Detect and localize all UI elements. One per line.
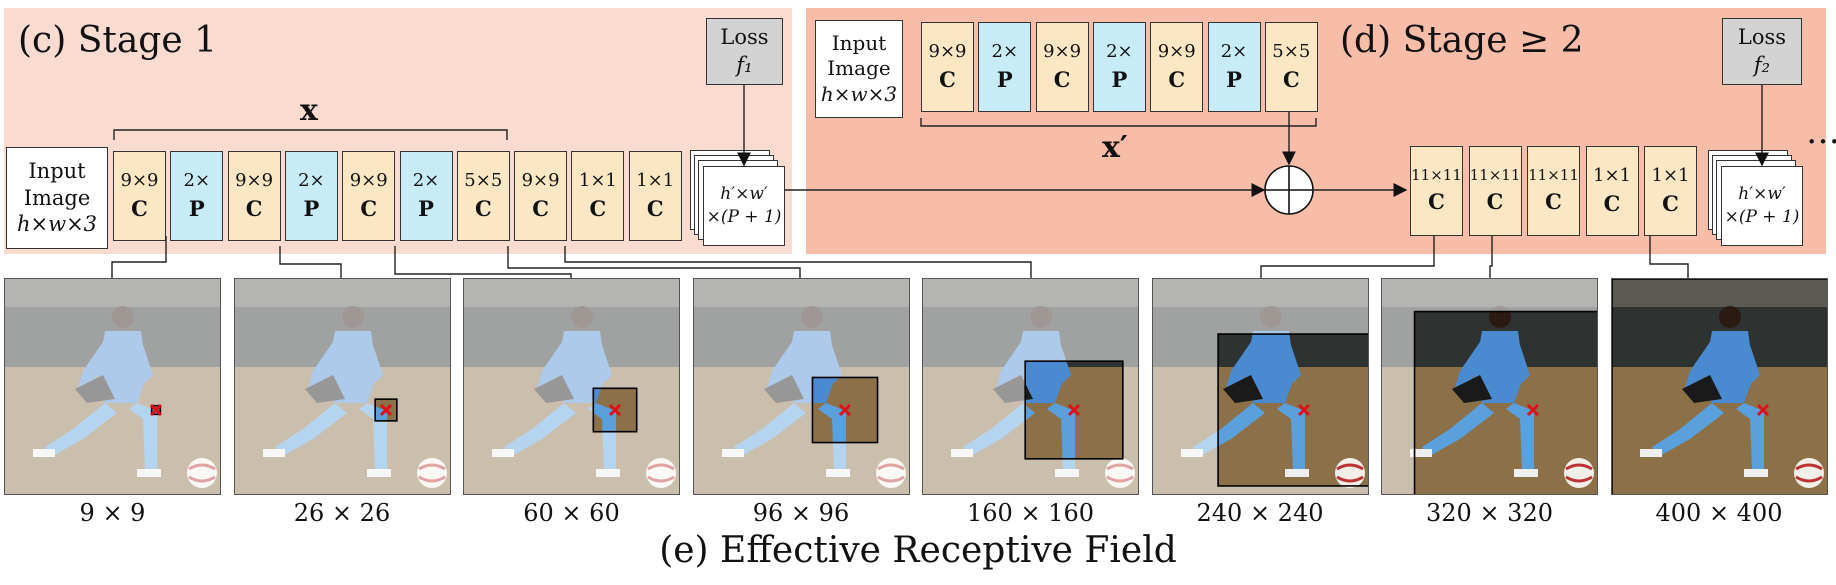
joint-marker-icon bbox=[149, 403, 163, 417]
thumb-image bbox=[1611, 279, 1827, 494]
stage2-top-layer-6: 2×P bbox=[1207, 22, 1261, 112]
receptive-field-thumb-1 bbox=[4, 278, 221, 495]
stage2-output-maps: h′×w′ ×(P + 1) bbox=[1721, 166, 1803, 246]
joint-marker-icon bbox=[379, 403, 392, 417]
thumb-image bbox=[464, 279, 679, 494]
joint-marker-icon bbox=[1756, 403, 1769, 417]
stage2-bracket bbox=[920, 118, 1317, 127]
stage1-loss-box: Loss f₁ bbox=[706, 18, 783, 85]
receptive-field-thumb-6 bbox=[1151, 278, 1369, 495]
receptive-field-thumb-5 bbox=[922, 278, 1139, 495]
receptive-field-box bbox=[811, 376, 878, 444]
receptive-field-box bbox=[1413, 310, 1597, 494]
stage1-layer-6: 2×P bbox=[399, 151, 453, 241]
figure-caption: (e) Effective Receptive Field bbox=[659, 530, 1177, 571]
joint-marker-icon bbox=[838, 403, 851, 417]
stage1-input-image: Input Image h×w×3 bbox=[6, 147, 108, 249]
receptive-field-thumb-2 bbox=[233, 278, 451, 495]
receptive-field-thumb-7 bbox=[1381, 278, 1598, 495]
stage2-bracket-label: x′ bbox=[1102, 130, 1128, 165]
receptive-field-label-2: 26 × 26 bbox=[293, 499, 391, 527]
joint-marker-icon bbox=[1067, 403, 1081, 417]
joint-marker-icon bbox=[608, 403, 622, 417]
receptive-field-thumb-8 bbox=[1610, 278, 1828, 495]
thumb-image bbox=[1152, 279, 1368, 494]
receptive-field-label-8: 400 × 400 bbox=[1655, 499, 1783, 527]
stage2-top-layer-4: 2×P bbox=[1092, 22, 1146, 112]
receptive-field-box bbox=[1216, 333, 1368, 487]
receptive-field-thumb-3 bbox=[463, 278, 680, 495]
merge-plus-icon bbox=[1265, 166, 1313, 214]
thumb-image bbox=[234, 279, 450, 494]
receptive-field-label-1: 9 × 9 bbox=[79, 499, 146, 527]
thumb-image bbox=[923, 279, 1138, 494]
stage2-top-layer-2: 2×P bbox=[978, 22, 1032, 112]
receptive-field-label-7: 320 × 320 bbox=[1426, 499, 1553, 527]
receptive-field-box bbox=[1024, 360, 1124, 460]
stage2-title: (d) Stage ≥ 2 bbox=[1340, 20, 1584, 61]
receptive-field-thumb-4 bbox=[692, 278, 910, 495]
thumb-image bbox=[693, 279, 909, 494]
stage1-layer-4: 2×P bbox=[284, 151, 338, 241]
receptive-field-box bbox=[373, 398, 398, 422]
receptive-field-label-6: 240 × 240 bbox=[1196, 499, 1324, 527]
stage2-input-image: Input Image h×w×3 bbox=[815, 20, 903, 118]
stage1-bracket bbox=[113, 129, 508, 140]
continuation-dots: … bbox=[1806, 112, 1836, 152]
receptive-field-label-4: 96 × 96 bbox=[752, 499, 850, 527]
stage2-loss-box: Loss f₂ bbox=[1722, 18, 1802, 85]
stage1-output-maps: h′×w′ ×(P + 1) bbox=[703, 166, 785, 246]
joint-marker-icon bbox=[1526, 403, 1540, 417]
thumb-image bbox=[5, 279, 220, 494]
stage1-title: (c) Stage 1 bbox=[18, 20, 217, 61]
receptive-field-box bbox=[150, 404, 162, 416]
receptive-field-label-3: 60 × 60 bbox=[523, 499, 620, 527]
stage1-bracket-label: x bbox=[300, 93, 318, 128]
stage1-layer-2: 2×P bbox=[170, 151, 224, 241]
receptive-field-box bbox=[592, 387, 638, 433]
joint-marker-icon bbox=[1297, 403, 1310, 417]
thumb-image bbox=[1382, 279, 1597, 494]
receptive-field-label-5: 160 × 160 bbox=[967, 499, 1094, 527]
